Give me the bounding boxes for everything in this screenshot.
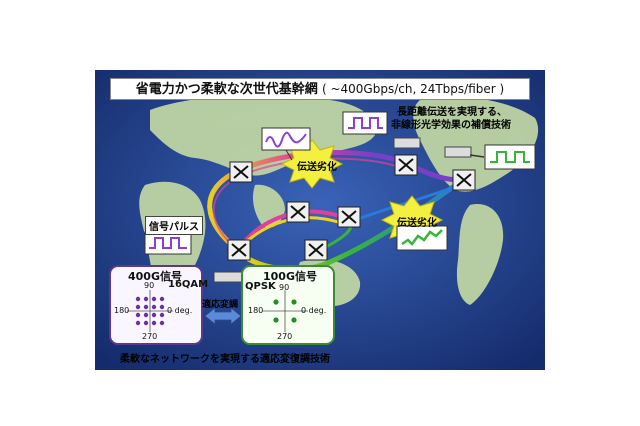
title-sub: ( ~400Gbps/ch, 24Tbps/fiber ) xyxy=(321,82,505,96)
adaptive-modulation-label: 適応変調 xyxy=(202,300,239,310)
diagram-title: 省電力かつ柔軟な次世代基幹網 ( ~400Gbps/ch, 24Tbps/fib… xyxy=(110,78,530,100)
label-100g-title: 100G信号 xyxy=(263,270,317,283)
compensator-device xyxy=(393,137,421,149)
transceiver-device xyxy=(213,271,245,283)
deg-270-100g: 270 xyxy=(277,332,293,341)
degradation-label-top: 伝送劣化 xyxy=(297,162,337,173)
router-node xyxy=(286,201,310,223)
title-main: 省電力かつ柔軟な次世代基幹網 xyxy=(135,82,318,97)
deg-270-400g: 270 xyxy=(142,332,158,341)
panel-400g xyxy=(109,265,203,345)
deg-0-100g: 0 deg. xyxy=(301,306,327,315)
deg-180-400g: 180 xyxy=(114,306,130,315)
router-nodes xyxy=(213,137,476,283)
compensation-label-line1: 長距離伝送を実現する、 xyxy=(397,107,507,118)
adaptive-modulation-arrow xyxy=(204,307,242,325)
degradation-label-right: 伝送劣化 xyxy=(397,218,437,229)
deg-90-400g: 90 xyxy=(144,281,155,290)
compensation-label-line2: 非線形光学効果の補償技術 xyxy=(391,120,511,131)
router-node xyxy=(394,154,418,176)
square-signal-box-right xyxy=(469,144,536,170)
router-node xyxy=(227,239,251,261)
deg-0-400g: 0 deg. xyxy=(167,306,193,315)
label-400g-title: 400G信号 xyxy=(128,270,182,283)
bottom-caption: 柔軟なネットワークを実現する適応変復調技術 xyxy=(120,354,330,365)
distorted-signal-box xyxy=(261,127,311,161)
label-16qam: 16QAM xyxy=(168,279,209,290)
compensator-device xyxy=(444,146,472,158)
deg-180-100g: 180 xyxy=(248,306,264,315)
distorted-green-signal-box xyxy=(396,225,448,251)
square-signal-box-top xyxy=(342,111,388,135)
panel-100g xyxy=(241,265,335,345)
constellation-16qam xyxy=(127,290,173,332)
constellation-qpsk xyxy=(262,290,308,332)
router-node xyxy=(229,161,253,183)
signal-pulse-box xyxy=(144,231,192,255)
label-qpsk: QPSK xyxy=(245,281,276,292)
signal-pulse-label: 信号パルス xyxy=(145,216,203,235)
degradation-burst-top xyxy=(280,139,344,189)
deg-90-100g: 90 xyxy=(279,283,290,292)
router-node xyxy=(337,206,361,228)
router-node xyxy=(304,239,328,261)
router-node xyxy=(452,169,476,191)
